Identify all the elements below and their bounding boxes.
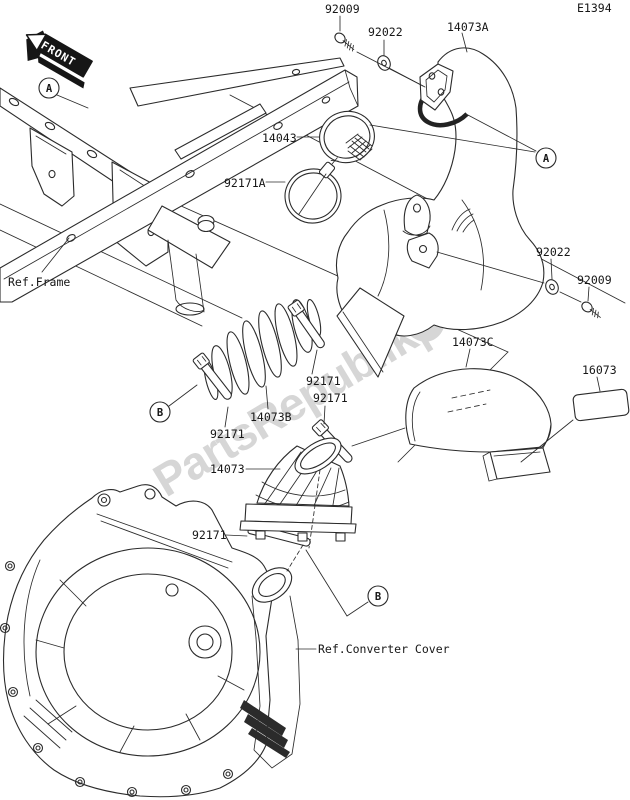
label-ref-converter-cover: Ref.Converter Cover (318, 642, 450, 656)
cover-bolt-bosses (0, 560, 234, 798)
front-direction-badge: FRONT (25, 30, 93, 89)
duct-14073a-drawing (335, 47, 545, 378)
label-92022-top: 92022 (368, 25, 403, 39)
label-14073a: 14073A (447, 20, 489, 34)
frame-line-art (0, 57, 359, 316)
label-14073c: 14073C (452, 335, 494, 349)
marker-b-boot: B (367, 585, 389, 607)
screw-92009-top (334, 32, 355, 52)
frame-bracket-left (29, 127, 75, 207)
duct-14073c-outlet (489, 447, 551, 480)
pad-16073-drawing (572, 388, 630, 422)
marker-b-clamp: B (149, 401, 171, 423)
boot-14073-drawing (239, 437, 357, 549)
label-92171-bottom: 92171 (192, 528, 227, 542)
diagram-code-label: E1394 (577, 1, 612, 15)
marker-a-frame-letter: A (46, 83, 53, 95)
leader-lines (41, 15, 601, 650)
label-92009-right: 92009 (577, 273, 612, 287)
band-clamp-92171a-drawing (284, 157, 342, 224)
label-92171-upper: 92171 (306, 374, 341, 388)
screen-mesh (345, 133, 373, 161)
label-ref-frame: Ref.Frame (8, 275, 70, 289)
label-92171a: 92171A (224, 176, 266, 190)
label-92171-mid: 92171 (313, 391, 348, 405)
washer-92022-right (545, 279, 559, 295)
chamber-tab-lower (406, 232, 439, 269)
bellows-14073b-drawing (203, 298, 322, 400)
marker-a-duct: A (535, 147, 557, 169)
cover-inlet-socket (240, 567, 301, 769)
view-markers: A A B B (38, 77, 557, 607)
label-14043: 14043 (262, 131, 297, 145)
marker-a-duct-letter: A (543, 153, 550, 165)
frame-gusset (147, 205, 231, 269)
hose-clamp-upper (287, 299, 325, 349)
screen-14043-drawing (319, 110, 375, 164)
duct-mount-bracket (419, 63, 454, 111)
chamber-spout (336, 287, 405, 378)
rivermark-glyph (451, 208, 475, 233)
marker-a-frame: A (38, 77, 60, 99)
part-labels: E1394 92009 92022 14073A 14043 92171A Re… (8, 1, 617, 656)
duct-14073c-drawing (405, 368, 574, 482)
hose-clamp-left (192, 352, 232, 400)
screw-92009-right (581, 301, 601, 319)
label-16073: 16073 (582, 363, 617, 377)
label-92022-right: 92022 (536, 245, 571, 259)
washer-92022-top (377, 55, 391, 71)
marker-b-clamp-letter: B (157, 407, 163, 419)
label-14073b: 14073B (250, 410, 292, 424)
label-14073: 14073 (210, 462, 245, 476)
marker-b-boot-letter: B (375, 591, 381, 603)
converter-cover-drawing (0, 484, 301, 798)
label-92171-left: 92171 (210, 427, 245, 441)
label-92009-top: 92009 (325, 2, 360, 16)
